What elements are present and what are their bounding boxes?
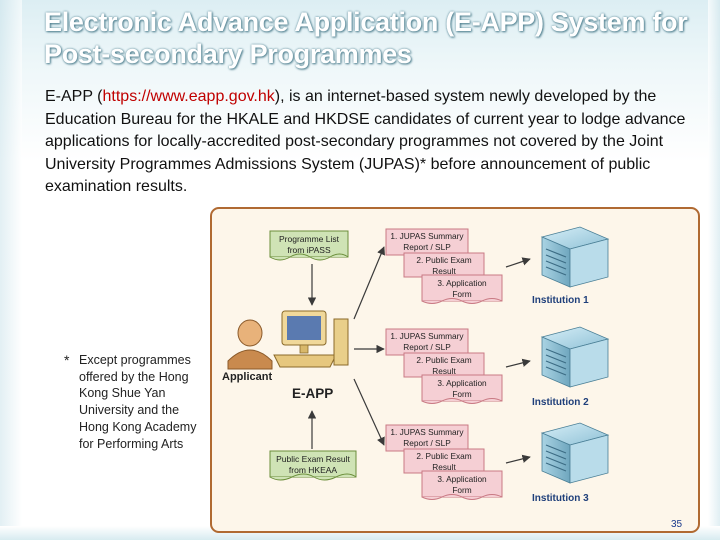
document-stack-2: 1. JUPAS Summary Report / SLP 2. Public … xyxy=(385,328,503,404)
slide-right-decoration xyxy=(708,0,720,540)
diagram-canvas: Programme List from iPASS Applicant E-AP… xyxy=(222,226,610,504)
eapp-url-link[interactable]: https://www.eapp.gov.hk xyxy=(102,88,275,105)
body-prefix: E-APP ( xyxy=(45,88,103,105)
s2-summary-line2: Report / SLP xyxy=(403,342,451,352)
programme-list-box: Programme List from iPASS xyxy=(269,230,349,261)
body-suffix: ), is an internet-based system newly dev… xyxy=(45,88,686,196)
eapp-flow-diagram: Programme List from iPASS Applicant E-AP… xyxy=(210,207,700,533)
document-stack-3: 1. JUPAS Summary Report / SLP 2. Public … xyxy=(385,424,503,500)
applicant-icon xyxy=(227,319,273,370)
s2-result-line2: Result xyxy=(432,366,456,376)
s3-result-line1: 2. Public Exam xyxy=(416,451,471,461)
s2-form-line1: 3. Application xyxy=(437,378,487,388)
exam-result-line1: Public Exam Result xyxy=(276,454,350,464)
document-stack-1: 1. JUPAS Summary Report / SLP 2. Public … xyxy=(385,228,503,304)
s1-result-line2: Result xyxy=(432,266,456,276)
server-icon-2 xyxy=(540,326,610,388)
s2-summary-line1: 1. JUPAS Summary xyxy=(390,331,464,341)
s2-form-line2: Form xyxy=(452,389,471,399)
footnote-text: Except programmes offered by the Hong Ko… xyxy=(79,352,197,451)
server-icon-3 xyxy=(540,422,610,484)
arrow-stack3-to-inst3 xyxy=(505,454,531,464)
s1-summary-line1: 1. JUPAS Summary xyxy=(390,231,464,241)
programme-list-line1: Programme List xyxy=(279,234,340,244)
page-number: 35 xyxy=(671,519,683,530)
arrow-stack2-to-inst2 xyxy=(505,358,531,368)
institution-3-label: Institution 3 xyxy=(532,493,589,504)
arrow-eapp-to-stack1 xyxy=(353,246,385,320)
s1-summary-line2: Report / SLP xyxy=(403,242,451,252)
exam-result-line2: from HKEAA xyxy=(289,465,338,475)
s2-result-line1: 2. Public Exam xyxy=(416,355,471,365)
s3-form-line2: Form xyxy=(452,485,471,495)
slide-title: Electronic Advance Application (E-APP) S… xyxy=(44,7,688,69)
institution-1-label: Institution 1 xyxy=(532,295,589,306)
s3-summary-line1: 1. JUPAS Summary xyxy=(390,427,464,437)
server-icon-1 xyxy=(540,226,610,288)
s3-summary-line2: Report / SLP xyxy=(403,438,451,448)
body-paragraph: E-APP (https://www.eapp.gov.hk), is an i… xyxy=(45,86,695,199)
s3-result-line2: Result xyxy=(432,462,456,472)
arrow-eapp-to-stack3 xyxy=(353,378,385,446)
computer-icon xyxy=(273,310,349,368)
s1-form-line1: 3. Application xyxy=(437,278,487,288)
programme-list-line2: from iPASS xyxy=(287,245,331,255)
footnote: * Except programmes offered by the Hong … xyxy=(64,352,204,453)
eapp-label: E-APP xyxy=(292,386,333,401)
s3-form-line1: 3. Application xyxy=(437,474,487,484)
s1-result-line1: 2. Public Exam xyxy=(416,255,471,265)
institution-2-label: Institution 2 xyxy=(532,397,589,408)
footnote-star: * xyxy=(64,352,70,368)
applicant-label: Applicant xyxy=(222,371,272,383)
s1-form-line2: Form xyxy=(452,289,471,299)
arrow-stack1-to-inst1 xyxy=(505,257,531,268)
slide-left-decoration xyxy=(0,0,22,540)
exam-result-box: Public Exam Result from HKEAA xyxy=(269,450,357,481)
